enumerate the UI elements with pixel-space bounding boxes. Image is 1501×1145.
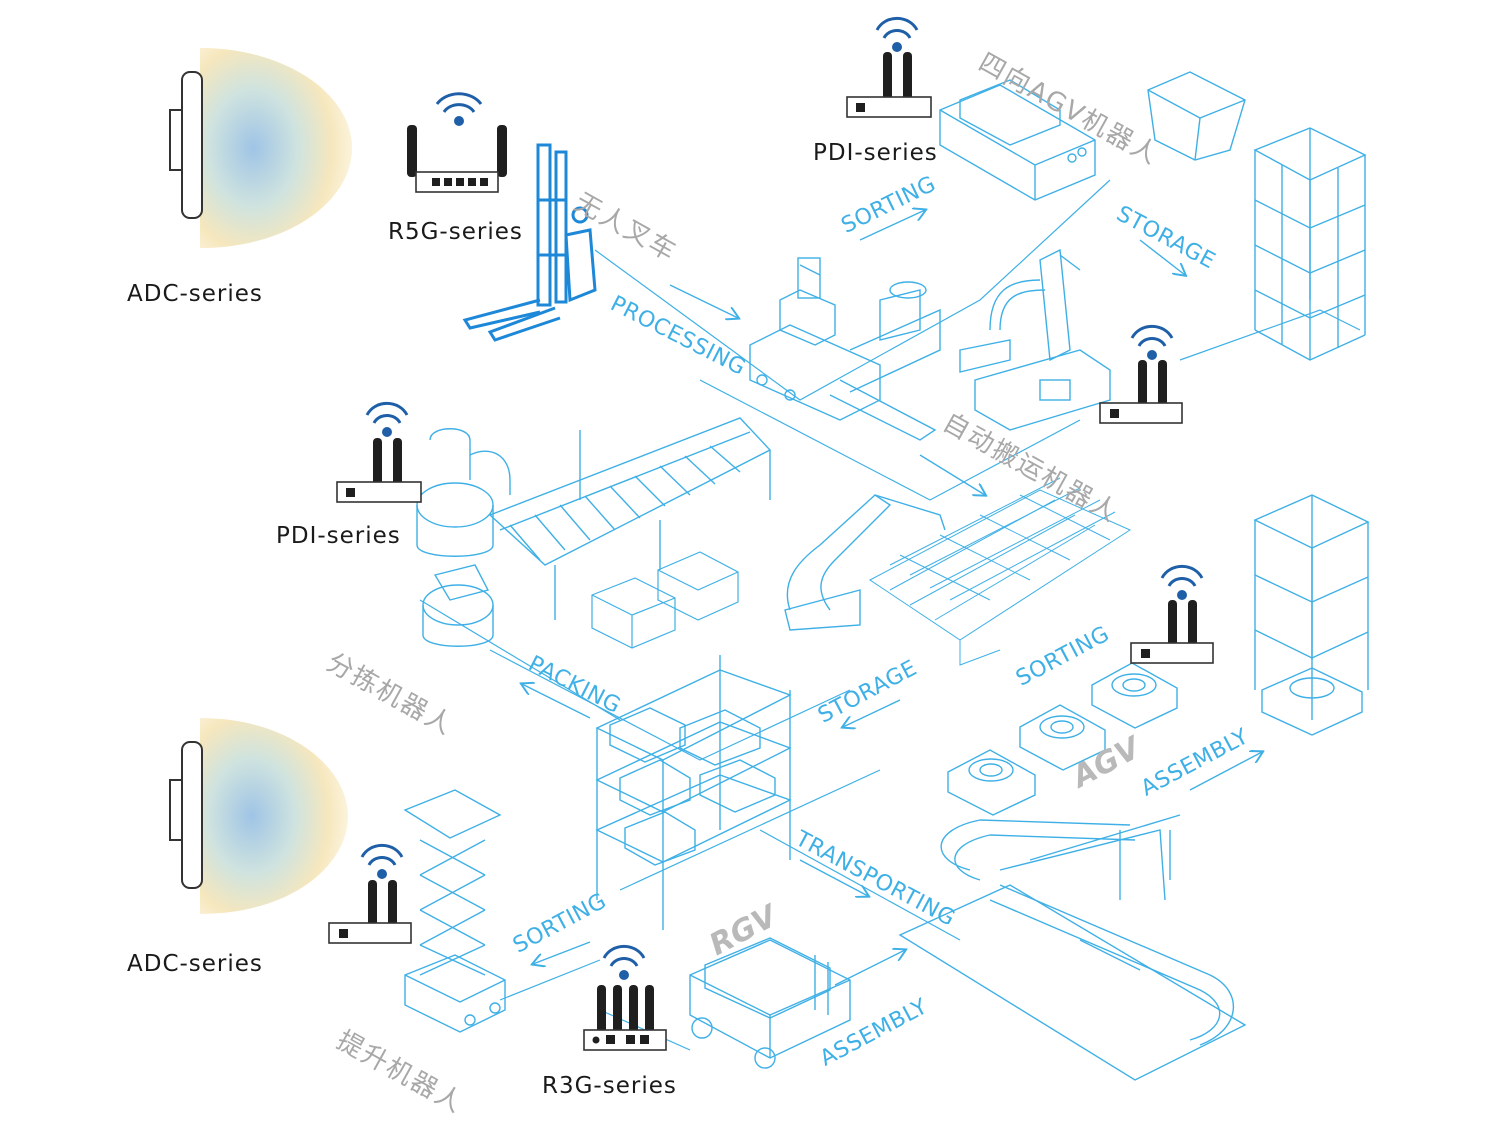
adc-access-point-top xyxy=(169,48,352,248)
r5g-series-label: R5G-series xyxy=(388,219,523,245)
center-shelf xyxy=(595,655,792,930)
rgv-cart xyxy=(689,937,851,1069)
pdi-gateway-mid xyxy=(336,401,422,503)
adc-series-label-top: ADC-series xyxy=(127,281,263,307)
pdi-series-label-top: PDI-series xyxy=(813,140,938,166)
floor-outlines xyxy=(419,179,1361,1051)
r5g-router xyxy=(407,92,507,193)
packing-boxes xyxy=(591,551,739,649)
adc-access-point-bottom xyxy=(169,718,348,914)
palletizing-robot xyxy=(784,494,946,631)
robot-arm-station xyxy=(959,248,1111,431)
rack-tower-bottom xyxy=(1253,494,1370,736)
processing-station xyxy=(749,257,941,441)
gateway-right-top xyxy=(1099,324,1183,424)
gateway-bottom-left xyxy=(328,843,412,944)
agv-fleet xyxy=(947,662,1178,816)
gateway-right-mid xyxy=(1130,564,1214,664)
storage-grid xyxy=(869,477,1132,666)
sorting-robot xyxy=(416,428,511,647)
adc-series-label-bottom: ADC-series xyxy=(127,951,263,977)
rack-tower-top xyxy=(1253,127,1367,361)
autonomous-forklift xyxy=(462,143,597,342)
r3g-series-label: R3G-series xyxy=(542,1073,677,1099)
pdi-gateway-top xyxy=(846,16,932,118)
roller-conveyor xyxy=(488,417,772,620)
scissor-lift-robot xyxy=(403,789,506,1033)
pdi-series-label-mid: PDI-series xyxy=(276,523,401,549)
assembly-loop-line xyxy=(898,814,1247,1081)
four-way-agv xyxy=(939,79,1096,201)
flow-arrows xyxy=(522,210,1262,986)
storage-bin xyxy=(1147,71,1246,161)
r3g-router xyxy=(583,944,667,1051)
